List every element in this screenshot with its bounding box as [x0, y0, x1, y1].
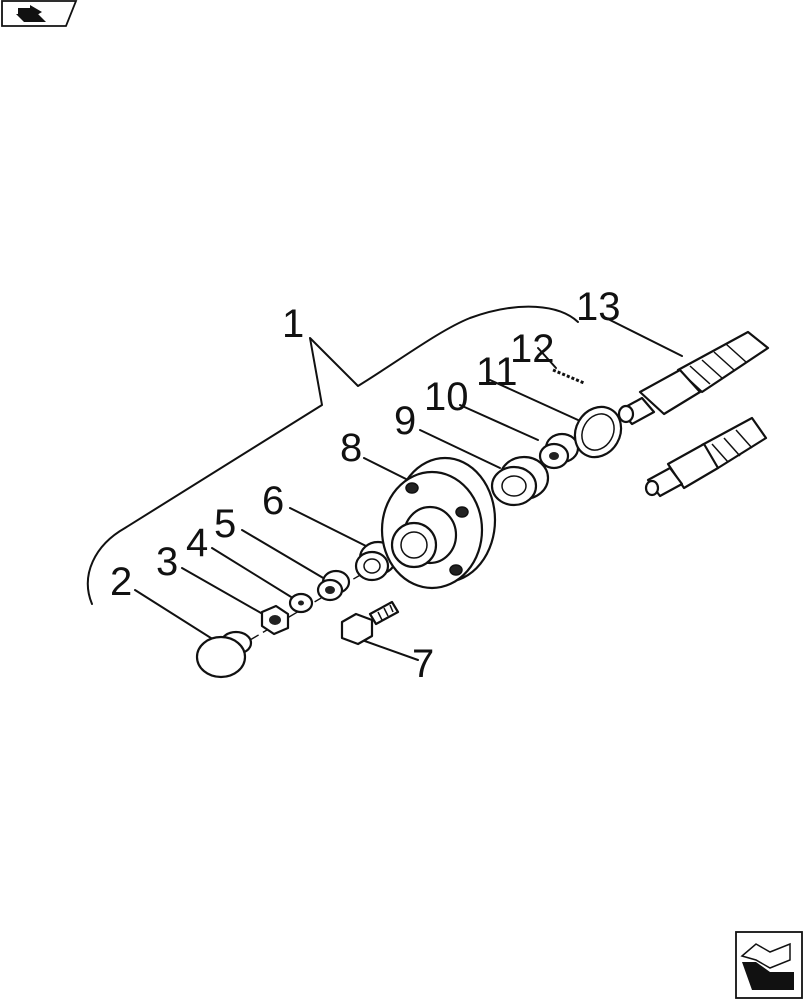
- callout-4: 4: [186, 521, 208, 565]
- callout-2: 2: [110, 560, 132, 604]
- callout-3: 3: [156, 540, 178, 584]
- part-7-wheel-bolt: [340, 600, 400, 646]
- callout-10: 10: [424, 375, 469, 419]
- part-10-inner-bearing-cone: [538, 432, 580, 470]
- part-2-hub-cap: [195, 630, 253, 679]
- callout-11: 11: [476, 350, 518, 394]
- part-4-washer: [288, 592, 314, 614]
- part-12-cotter-pin: [552, 368, 585, 385]
- callout-labels: 1 2 3 4 5 6 7 8 9 10 11 12 13: [110, 285, 621, 686]
- callout-13: 13: [576, 285, 621, 329]
- callout-12: 12: [510, 327, 555, 371]
- leader-lines: [134, 317, 683, 661]
- part-9-inner-bearing-cup: [490, 455, 550, 507]
- callout-1: 1: [282, 302, 304, 346]
- previous-page-arrow-icon[interactable]: [1, 0, 78, 27]
- callout-5: 5: [214, 502, 236, 546]
- part-5-outer-bearing-cone: [316, 569, 351, 602]
- part-8-wheel-hub: [380, 456, 497, 590]
- next-page-arrow-icon[interactable]: [735, 931, 803, 999]
- callout-6: 6: [262, 479, 284, 523]
- part-13-spindle: [617, 330, 770, 498]
- part-11-seal-ring: [573, 405, 623, 459]
- callout-9: 9: [394, 399, 416, 443]
- callout-8: 8: [340, 426, 362, 470]
- callout-7: 7: [412, 642, 434, 686]
- group-bracket: [86, 305, 579, 605]
- part-3-castle-nut: [260, 604, 290, 636]
